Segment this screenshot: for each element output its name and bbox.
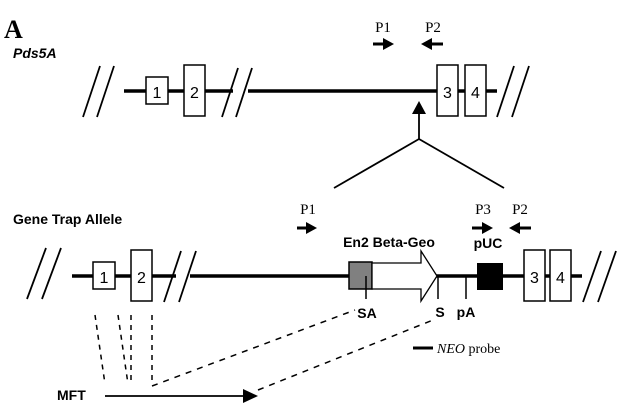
puc-label: pUC xyxy=(474,235,503,251)
break-mark xyxy=(96,65,115,118)
probe-text: probe xyxy=(465,342,500,357)
exon-2 xyxy=(183,64,206,117)
probe-neo-label: NEO xyxy=(436,342,465,357)
exon-label: 4 xyxy=(556,270,565,287)
exon-3 xyxy=(436,64,459,117)
exon-label: 1 xyxy=(153,85,162,102)
primer-p1-label: P1 xyxy=(375,20,391,36)
break-mark xyxy=(82,65,101,118)
wildtype-locus: 1 2 3 4 P1 P2 xyxy=(82,20,530,189)
break-mark xyxy=(221,67,239,118)
exon-4 xyxy=(549,249,572,302)
primer-p2-label: P2 xyxy=(512,202,528,218)
splice-line xyxy=(94,314,106,385)
exon-label: 2 xyxy=(137,270,146,287)
cassette-label: En2 Beta-Geo xyxy=(343,234,435,250)
break-mark xyxy=(496,65,515,118)
break-mark xyxy=(26,247,47,300)
reverse-arrow-icon xyxy=(509,222,531,234)
mft-label: MFT xyxy=(57,387,86,403)
break-mark xyxy=(511,65,530,118)
break-mark xyxy=(582,250,602,303)
reverse-arrow-icon xyxy=(421,38,443,50)
splice-line xyxy=(151,309,356,387)
exon-3 xyxy=(523,249,546,302)
forward-arrow-icon xyxy=(472,222,493,234)
exon-2 xyxy=(130,249,153,302)
mft-arrow-head-icon xyxy=(243,389,258,403)
mft-transcript: MFT xyxy=(57,309,434,403)
exon-1 xyxy=(145,76,169,105)
insertion-site-arrow xyxy=(333,101,505,189)
exon-label: 4 xyxy=(471,85,480,102)
probe-legend: NEO probe xyxy=(413,342,500,357)
beta-geo-arrow xyxy=(371,248,438,304)
break-mark xyxy=(235,67,253,118)
exon-label: 3 xyxy=(530,270,539,287)
exon-label: 1 xyxy=(100,270,109,287)
break-mark xyxy=(41,247,62,300)
s-label: S xyxy=(435,304,444,320)
probe-legend-text: NEO probe xyxy=(436,342,500,357)
splice-line xyxy=(117,314,129,385)
exon-label: 3 xyxy=(443,85,452,102)
break-mark xyxy=(597,250,617,303)
primer-p2-label: P2 xyxy=(425,20,441,36)
gene-trap-title: Gene Trap Allele xyxy=(13,211,122,227)
sa-box xyxy=(348,261,373,290)
pa-label: pA xyxy=(457,304,476,320)
panel-label: A xyxy=(4,15,23,44)
puc-box xyxy=(477,263,503,290)
sa-label: SA xyxy=(357,305,376,321)
wildtype-title: Pds5A xyxy=(13,45,57,61)
exon-1 xyxy=(92,261,116,290)
exon-4 xyxy=(464,64,487,117)
gene-trap-locus: 1 2 3 4 En2 Beta-Geo SA S pA pUC P1 P3 xyxy=(26,202,617,321)
break-mark xyxy=(178,250,197,303)
break-mark xyxy=(163,250,182,303)
primer-p1-label: P1 xyxy=(300,202,316,218)
forward-arrow-icon xyxy=(297,222,317,234)
forward-arrow-icon xyxy=(373,38,394,50)
primer-p3-label: P3 xyxy=(475,202,491,218)
exon-label: 2 xyxy=(190,85,199,102)
splice-line xyxy=(257,319,434,391)
